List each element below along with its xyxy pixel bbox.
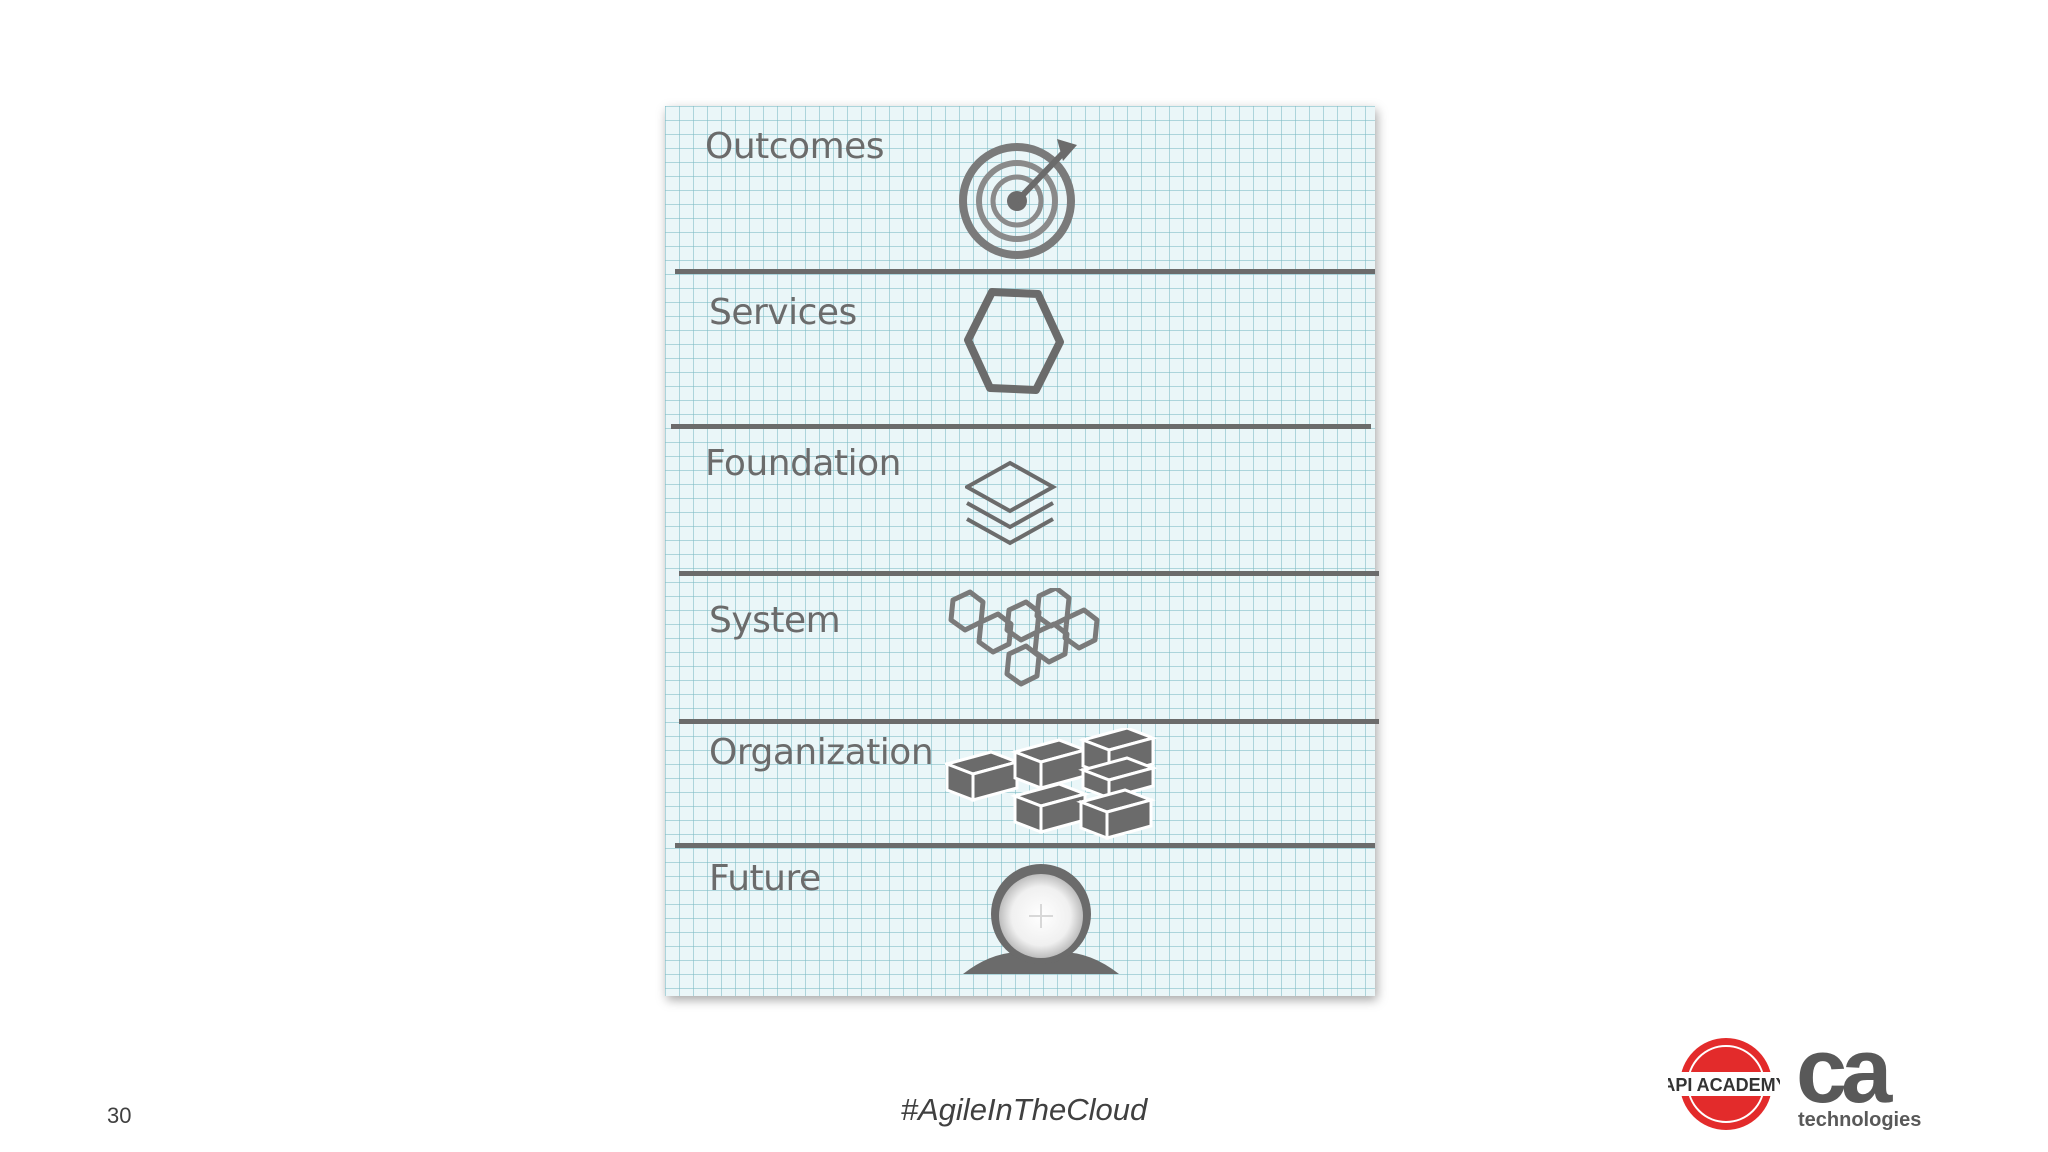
blocks-icon bbox=[945, 728, 1158, 841]
row-organization: Organization bbox=[665, 724, 1375, 849]
divider-5 bbox=[675, 843, 1375, 848]
layers-icon bbox=[965, 460, 1058, 546]
row-services: Services bbox=[665, 274, 1375, 424]
page-number: 30 bbox=[107, 1103, 132, 1128]
row-label-future: Future bbox=[709, 858, 821, 899]
row-outcomes: Outcomes bbox=[665, 106, 1375, 271]
hashtag-footer: #AgileInTheCloud bbox=[900, 1092, 1148, 1127]
divider-4 bbox=[679, 719, 1379, 724]
divider-1 bbox=[675, 269, 1375, 274]
row-future: Future bbox=[665, 848, 1375, 988]
row-label-outcomes: Outcomes bbox=[705, 126, 885, 167]
honeycomb-icon bbox=[948, 588, 1100, 687]
graph-paper-sheet: Outcomes Services Foundation System bbox=[665, 106, 1379, 996]
api-academy-logo: API ACADEMY bbox=[1668, 1038, 1780, 1130]
row-system: System bbox=[665, 576, 1375, 721]
row-label-system: System bbox=[709, 600, 841, 641]
divider-3 bbox=[679, 571, 1379, 576]
ca-technologies-text: technologies bbox=[1798, 1109, 1922, 1131]
ca-logo: ca bbox=[1796, 1032, 1899, 1112]
row-label-foundation: Foundation bbox=[705, 443, 901, 484]
ca-logo-text: ca bbox=[1796, 1032, 1893, 1112]
row-foundation: Foundation bbox=[665, 429, 1375, 569]
divider-2 bbox=[671, 424, 1371, 429]
api-academy-text: API ACADEMY bbox=[1668, 1075, 1780, 1095]
target-icon bbox=[959, 139, 1077, 259]
hexagon-icon bbox=[964, 288, 1064, 394]
row-label-organization: Organization bbox=[709, 732, 934, 773]
crystal-ball-icon bbox=[963, 864, 1119, 974]
row-label-services: Services bbox=[709, 292, 857, 333]
